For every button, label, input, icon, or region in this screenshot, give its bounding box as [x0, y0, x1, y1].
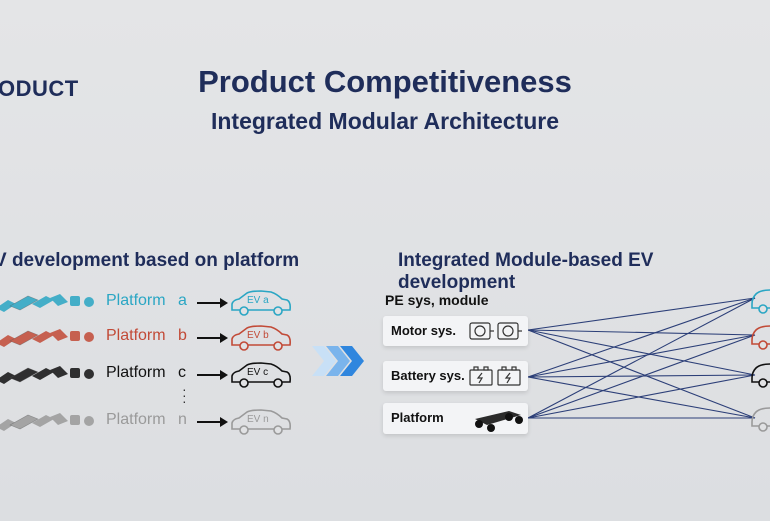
ev-car-icon	[231, 409, 291, 435]
left-heading: V development based on platform	[0, 250, 300, 271]
ev-car-icon	[231, 290, 291, 316]
ev-label: EV b	[247, 330, 269, 341]
ev-car-partial-icon	[751, 363, 770, 388]
arrow-right-icon	[197, 370, 228, 380]
ev-car-partial-icon	[751, 289, 770, 314]
platform-name: Platform	[106, 327, 166, 344]
battery-sys-box: Battery sys.	[383, 361, 528, 391]
platform-parts-icon	[0, 366, 94, 384]
motor-sys-label: Motor sys.	[391, 323, 457, 338]
platform-name: Platform	[106, 411, 166, 428]
platform-letter: b	[178, 327, 187, 344]
skateboard-platform-icon	[475, 411, 523, 432]
ev-label: EV n	[247, 414, 269, 425]
chevron-arrow-icon	[312, 346, 364, 376]
platform-letter: c	[178, 364, 186, 381]
pe-sys-label: PE sys, module	[385, 292, 489, 308]
platform-box: Platform	[383, 403, 528, 434]
ev-label: EV c	[247, 367, 269, 378]
right-heading: Integrated Module-based EV development	[398, 250, 654, 293]
ev-car-icon	[231, 325, 291, 351]
platform-module-label: Platform	[391, 410, 444, 425]
platform-parts-icon	[0, 294, 94, 312]
ev-car-partial-icon	[751, 407, 770, 432]
arrow-right-icon	[197, 417, 228, 427]
platform-parts-icon	[0, 413, 94, 431]
motor-icon	[469, 322, 522, 340]
platform-letter: a	[178, 292, 187, 309]
section-tag: ODUCT	[0, 76, 79, 101]
platform-row: Platform b EV b	[0, 323, 300, 353]
ev-label: EV a	[247, 295, 269, 306]
ev-car-icon	[231, 362, 291, 388]
page-subtitle: Integrated Modular Architecture	[210, 108, 560, 134]
platform-row: Platform c EV c	[0, 360, 300, 390]
platform-row: Platform n EV n	[0, 407, 300, 437]
battery-icon	[469, 366, 521, 386]
page-title: Product Competitiveness	[198, 64, 572, 99]
platform-name: Platform	[106, 292, 166, 309]
ev-car-partial-icon	[751, 325, 770, 350]
platform-row: Platform a EV a	[0, 288, 300, 318]
platform-parts-icon	[0, 329, 94, 347]
battery-sys-label: Battery sys.	[391, 368, 465, 383]
platform-letter: n	[178, 411, 187, 428]
arrow-right-icon	[197, 333, 228, 343]
motor-sys-box: Motor sys.	[383, 316, 528, 346]
ellipsis-dots: ···	[182, 381, 187, 409]
arrow-right-icon	[197, 298, 228, 308]
platform-name: Platform	[106, 364, 166, 381]
